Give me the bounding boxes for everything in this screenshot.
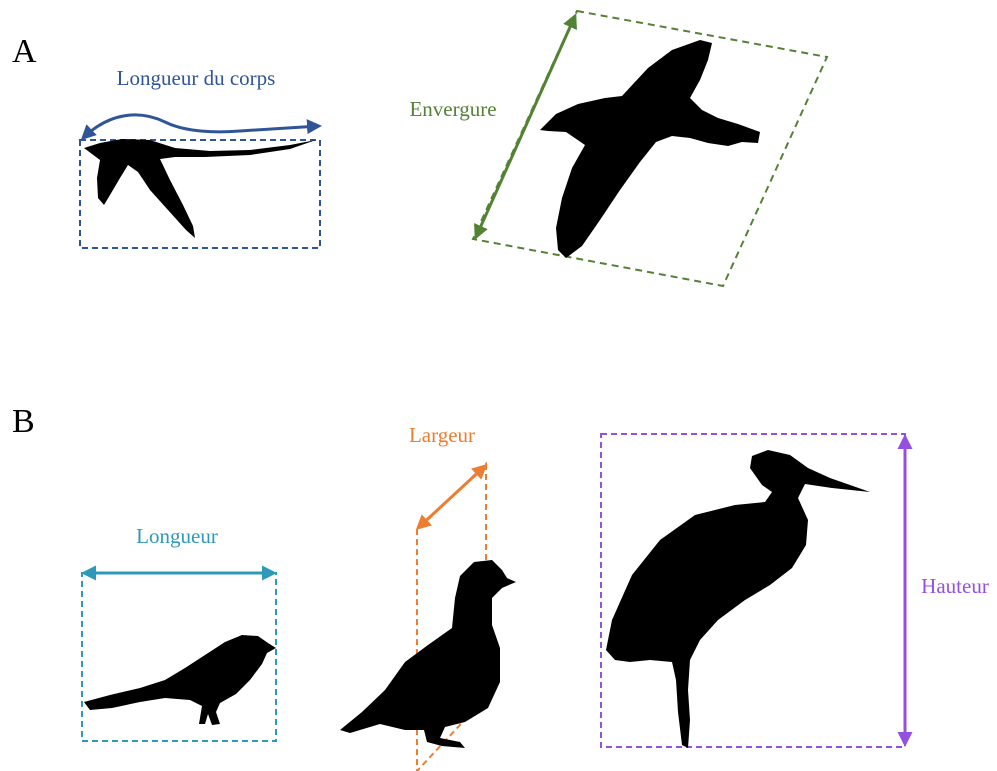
height-label: Hauteur	[921, 574, 989, 598]
duck-silhouette-icon	[340, 560, 516, 748]
wingspan-arrow	[474, 13, 577, 240]
body-length-measure: Longueur du corps	[79, 66, 322, 249]
height-measure: Hauteur	[600, 433, 989, 748]
swallow-silhouette-icon	[84, 139, 316, 238]
width-label: Largeur	[409, 423, 475, 447]
magpie-silhouette-icon	[84, 635, 276, 725]
length-measure: Longueur	[81, 524, 277, 742]
wingspan-measure: Envergure	[409, 9, 829, 288]
albatross-silhouette-icon	[540, 40, 760, 258]
body-length-arrow	[80, 113, 322, 141]
width-arrow	[415, 463, 488, 531]
heron-silhouette-icon	[606, 450, 870, 748]
length-label: Longueur	[136, 524, 218, 548]
panel-letter-b: B	[12, 403, 35, 440]
wingspan-label: Envergure	[409, 97, 496, 121]
body-length-label: Longueur du corps	[117, 66, 276, 90]
panel-letter-a: A	[12, 33, 37, 70]
length-box	[81, 572, 277, 742]
